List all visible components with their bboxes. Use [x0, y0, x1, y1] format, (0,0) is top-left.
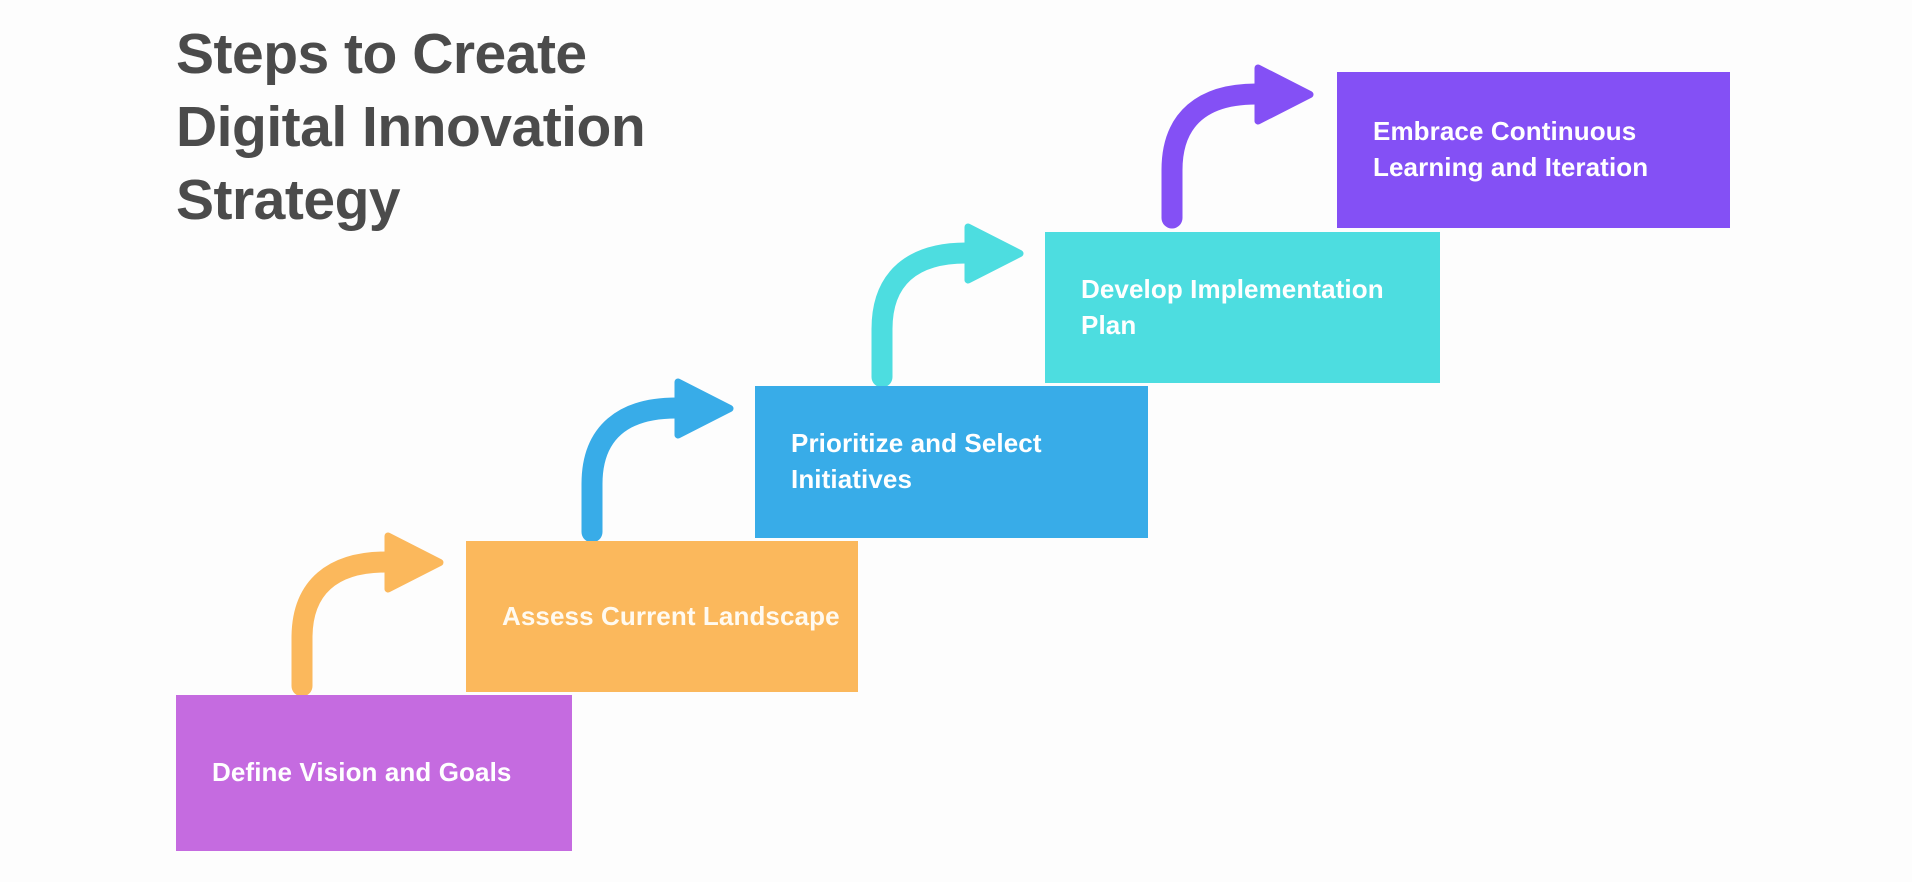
arrow-shaft — [1161, 83, 1281, 229]
step-label-3: Prioritize and Select Initiatives — [791, 428, 1042, 494]
step-label-5: Embrace Continuous Learning and Iteratio… — [1373, 116, 1649, 182]
arrow-head — [674, 378, 734, 439]
arrow-head — [384, 532, 444, 593]
step-box-4[interactable]: Develop Implementation Plan — [1045, 232, 1440, 383]
arrow-step1-to-step2 — [280, 532, 460, 697]
arrow-shaft — [581, 397, 701, 543]
arrow-head — [1254, 64, 1314, 125]
step-label-2: Assess Current Landscape — [502, 600, 840, 631]
arrow-step3-to-step4 — [860, 223, 1040, 388]
step-label-4: Develop Implementation Plan — [1081, 273, 1384, 340]
step-box-5[interactable]: Embrace Continuous Learning and Iteratio… — [1337, 72, 1730, 228]
arrow-step2-to-step3 — [570, 378, 750, 543]
step-box-2[interactable]: Assess Current Landscape — [466, 541, 858, 692]
step-box-3[interactable]: Prioritize and Select Initiatives — [755, 386, 1148, 538]
step-label-1: Define Vision and Goals — [212, 757, 512, 788]
step-box-1[interactable]: Define Vision and Goals — [176, 695, 572, 851]
page-title: Steps to Create Digital Innovation Strat… — [176, 22, 646, 232]
arrow-step4-to-step5 — [1150, 64, 1330, 229]
arrow-head — [964, 223, 1024, 284]
arrow-shaft — [291, 551, 411, 697]
arrow-shaft — [871, 242, 991, 388]
